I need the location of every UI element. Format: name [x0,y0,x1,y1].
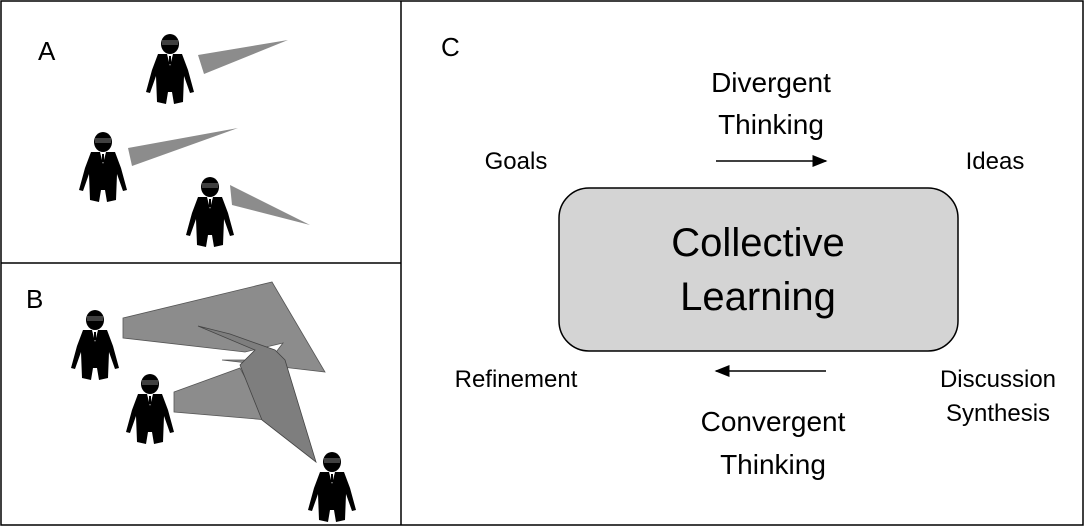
panel-a-cone-3 [230,185,310,225]
panel-b-person-2-icon [126,374,174,444]
panel-a-person-3-icon [186,177,234,247]
center-label-line1: Collective [671,221,844,265]
panel-a-letter: A [38,36,56,66]
panel-b: B [26,281,356,522]
panel-a-cone-2 [128,128,238,166]
panel-b-shape-1 [122,281,326,373]
convergent-label-line2: Thinking [720,449,826,480]
panel-a: A [38,34,310,247]
refinement-label: Refinement [455,366,578,393]
panel-b-letter: B [26,284,43,314]
synthesis-label: Synthesis [946,400,1050,427]
panel-a-person-2-icon [79,132,127,202]
panel-b-person-3-icon [308,452,356,522]
ideas-label: Ideas [966,148,1025,175]
panel-b-shape-3 [197,325,317,464]
convergent-label-line1: Convergent [701,406,846,437]
panel-a-cone-1 [198,40,288,74]
discussion-label: Discussion [940,366,1056,393]
panel-c: C Divergent Thinking Goals Ideas Refinem… [441,32,1056,480]
panel-c-letter: C [441,32,460,62]
divergent-label-line1: Divergent [711,67,831,98]
center-label-line2: Learning [680,275,836,319]
collective-learning-box [558,187,959,352]
goals-label: Goals [485,148,548,175]
panel-b-person-1-icon [71,310,119,380]
divergent-label-line2: Thinking [718,109,824,140]
panel-a-person-1-icon [146,34,194,104]
